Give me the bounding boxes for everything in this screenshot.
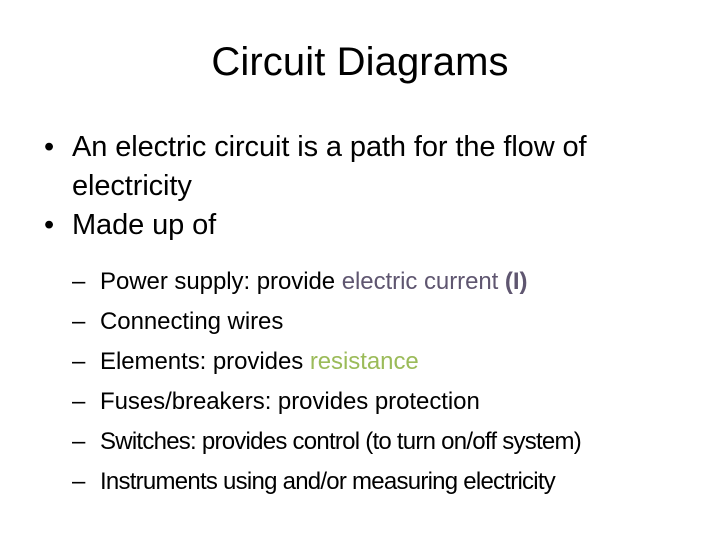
en-dash-icon: –: [72, 308, 86, 335]
sub-bullet-lead-text: Elements: provides: [100, 348, 310, 375]
en-dash-icon: –: [72, 268, 86, 295]
en-dash-icon: –: [72, 348, 86, 375]
sub-bullet-lead-text: Instruments using and/or measuring elect…: [100, 468, 556, 495]
sub-bullet-lead-text: Switches: provides control (to turn on/o…: [100, 428, 582, 455]
sub-bullet-lead-text: Connecting wires: [100, 308, 284, 335]
bullet-item-2: • Made up of: [0, 206, 720, 245]
sub-bullet-item-elements: – Elements: provides resistance: [0, 342, 720, 382]
sub-bullet-list: – Power supply: provide electric current…: [0, 262, 720, 502]
sub-bullet-item-instruments: – Instruments using and/or measuring ele…: [0, 462, 720, 502]
bullet-dot-icon: •: [44, 209, 55, 241]
slide-body: • An electric circuit is a path for the …: [0, 128, 720, 502]
en-dash-icon: –: [72, 468, 85, 495]
bullet-item-2-label: Made up of: [72, 209, 217, 241]
sub-bullet-symbol-text: (I): [504, 268, 528, 295]
en-dash-icon: –: [72, 428, 85, 455]
en-dash-icon: –: [72, 388, 86, 415]
sub-bullet-item-fuses-breakers: – Fuses/breakers: provides protection: [0, 382, 720, 422]
sub-bullet-lead-text: Power supply: provide: [100, 268, 342, 295]
bullet-dot-icon: •: [44, 131, 55, 163]
sub-bullet-highlight-text: electric current: [341, 268, 505, 295]
page-title: Circuit Diagrams: [211, 40, 509, 84]
bullet-item-1: • An electric circuit is a path for the …: [0, 128, 720, 206]
sub-bullet-item-switches: – Switches: provides control (to turn on…: [0, 422, 720, 462]
sub-bullet-highlight-text: resistance: [309, 348, 419, 375]
sub-bullet-item-power-supply: – Power supply: provide electric current…: [0, 262, 720, 302]
bullet-item-1-label: An electric circuit is a path for the fl…: [72, 131, 587, 202]
sub-bullet-lead-text: Fuses/breakers: provides protection: [100, 388, 480, 415]
sub-bullet-item-connecting-wires: – Connecting wires: [0, 302, 720, 342]
